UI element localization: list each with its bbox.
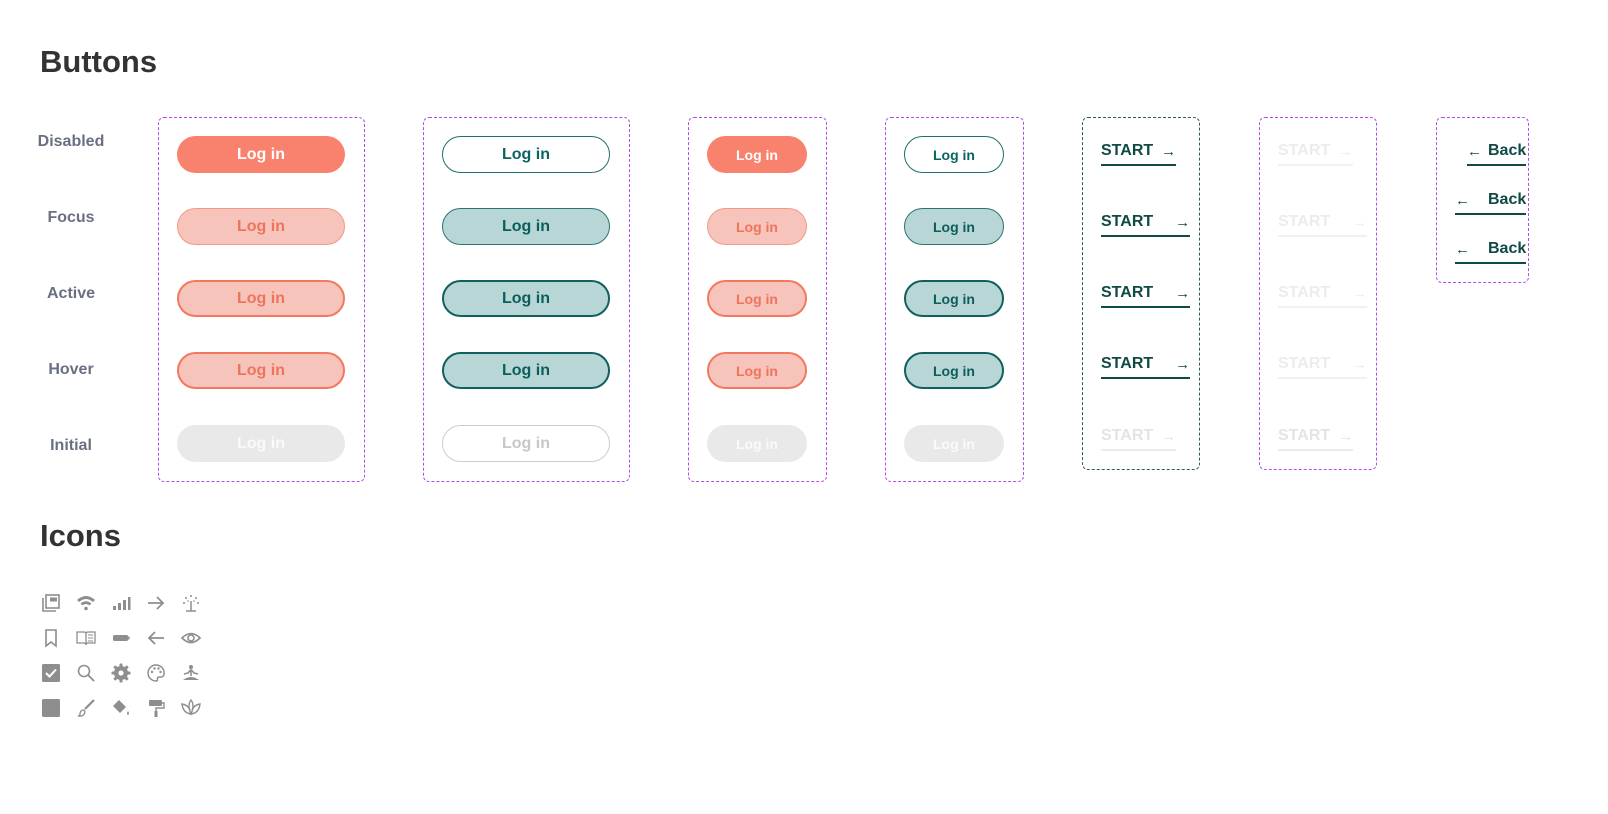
- login-button-initial[interactable]: Log in: [904, 425, 1004, 462]
- arrow-right-icon: →: [1338, 142, 1354, 160]
- battery-icon: [110, 627, 132, 649]
- start-link-faint[interactable]: START →: [1278, 355, 1368, 379]
- lotus-icon: [180, 697, 202, 719]
- arrow-right-icon: →: [1338, 427, 1354, 445]
- start-link-label: START: [1101, 213, 1154, 230]
- start-link-label: START: [1278, 142, 1331, 159]
- start-link-faint[interactable]: START →: [1278, 213, 1368, 237]
- meditation-icon: [180, 662, 202, 684]
- start-link-disabled[interactable]: START →: [1101, 142, 1177, 166]
- paint-roller-icon: [145, 697, 167, 719]
- arrow-right-icon: →: [1352, 213, 1368, 231]
- start-link-label: START: [1101, 284, 1154, 301]
- login-button-disabled[interactable]: Log in: [707, 136, 807, 173]
- back-link[interactable]: ← Back: [1455, 240, 1527, 264]
- start-link-label: START: [1278, 284, 1331, 301]
- coral-large-button-group: [158, 117, 365, 482]
- login-button-focus[interactable]: Log in: [442, 208, 610, 245]
- brush-icon: [75, 697, 97, 719]
- state-label-hover: Hover: [48, 361, 94, 378]
- start-link-hover[interactable]: START →: [1101, 355, 1191, 379]
- login-button-focus[interactable]: Log in: [177, 208, 345, 245]
- arrow-right-icon: →: [1175, 355, 1191, 373]
- login-button-hover[interactable]: Log in: [177, 352, 345, 389]
- start-link-label: START: [1101, 142, 1154, 159]
- coral-small-button-group: [688, 117, 827, 482]
- arrow-left-icon: ←: [1455, 240, 1470, 258]
- arrow-left-icon: ←: [1455, 191, 1470, 209]
- login-button-active[interactable]: Log in: [442, 280, 610, 317]
- square-icon: [40, 697, 62, 719]
- start-link-focus[interactable]: START →: [1101, 213, 1191, 237]
- back-link[interactable]: ← Back: [1455, 191, 1527, 215]
- login-button-disabled[interactable]: Log in: [904, 136, 1004, 173]
- sparkle-icon: [180, 592, 202, 614]
- arrow-right-icon: →: [1161, 427, 1177, 445]
- login-button-active[interactable]: Log in: [177, 280, 345, 317]
- state-label-initial: Initial: [50, 437, 92, 454]
- start-link-initial[interactable]: START →: [1101, 427, 1177, 451]
- login-button-active[interactable]: Log in: [904, 280, 1004, 317]
- login-button-initial[interactable]: Log in: [442, 425, 610, 462]
- start-link-label: START: [1278, 355, 1331, 372]
- state-label-focus: Focus: [47, 209, 95, 226]
- palette-icon: [145, 662, 167, 684]
- back-link-label: Back: [1488, 240, 1527, 257]
- login-button-focus[interactable]: Log in: [904, 208, 1004, 245]
- checkbox-icon: [40, 662, 62, 684]
- back-link-group: [1436, 117, 1529, 283]
- bookmark-icon: [40, 627, 62, 649]
- start-link-label: START: [1278, 213, 1331, 230]
- start-link-label: START: [1101, 355, 1154, 372]
- login-button-disabled[interactable]: Log in: [177, 136, 345, 173]
- search-icon: [75, 662, 97, 684]
- gear-icon: [110, 662, 132, 684]
- state-label-disabled: Disabled: [37, 133, 105, 150]
- start-link-faint[interactable]: START →: [1278, 142, 1354, 166]
- start-link-group: [1082, 117, 1200, 470]
- wifi-icon: [75, 592, 97, 614]
- login-button-initial[interactable]: Log in: [177, 425, 345, 462]
- teal-small-button-group: [885, 117, 1024, 482]
- arrow-left-icon: ←: [1467, 142, 1482, 160]
- teal-large-button-group: [423, 117, 630, 482]
- login-button-hover[interactable]: Log in: [442, 352, 610, 389]
- arrow-right-icon: →: [1175, 284, 1191, 302]
- eye-icon: [180, 627, 202, 649]
- login-button-initial[interactable]: Log in: [707, 425, 807, 462]
- login-button-disabled[interactable]: Log in: [442, 136, 610, 173]
- book-open-icon: [75, 627, 97, 649]
- login-button-focus[interactable]: Log in: [707, 208, 807, 245]
- arrow-right-icon: →: [1352, 284, 1368, 302]
- arrow-left-icon: [145, 627, 167, 649]
- arrow-right-icon: [145, 592, 167, 614]
- buttons-heading: Buttons: [40, 44, 158, 79]
- paint-bucket-icon: [110, 697, 132, 719]
- state-label-active: Active: [46, 285, 96, 302]
- arrow-right-icon: →: [1161, 142, 1177, 160]
- start-link-label: START: [1101, 427, 1154, 444]
- back-link-label: Back: [1488, 191, 1527, 208]
- login-button-hover[interactable]: Log in: [904, 352, 1004, 389]
- signal-icon: [110, 592, 132, 614]
- login-button-hover[interactable]: Log in: [707, 352, 807, 389]
- start-link-label: START: [1278, 427, 1331, 444]
- start-link-faint[interactable]: START →: [1278, 427, 1354, 451]
- arrow-right-icon: →: [1352, 355, 1368, 373]
- arrow-right-icon: →: [1175, 213, 1191, 231]
- gallery-icon: [40, 592, 62, 614]
- start-link-active[interactable]: START →: [1101, 284, 1191, 308]
- icons-heading: Icons: [40, 518, 121, 553]
- back-link[interactable]: ← Back: [1467, 142, 1527, 166]
- start-link-faint[interactable]: START →: [1278, 284, 1368, 308]
- login-button-active[interactable]: Log in: [707, 280, 807, 317]
- back-link-label: Back: [1488, 142, 1527, 159]
- start-link-disabled-group: [1259, 117, 1377, 470]
